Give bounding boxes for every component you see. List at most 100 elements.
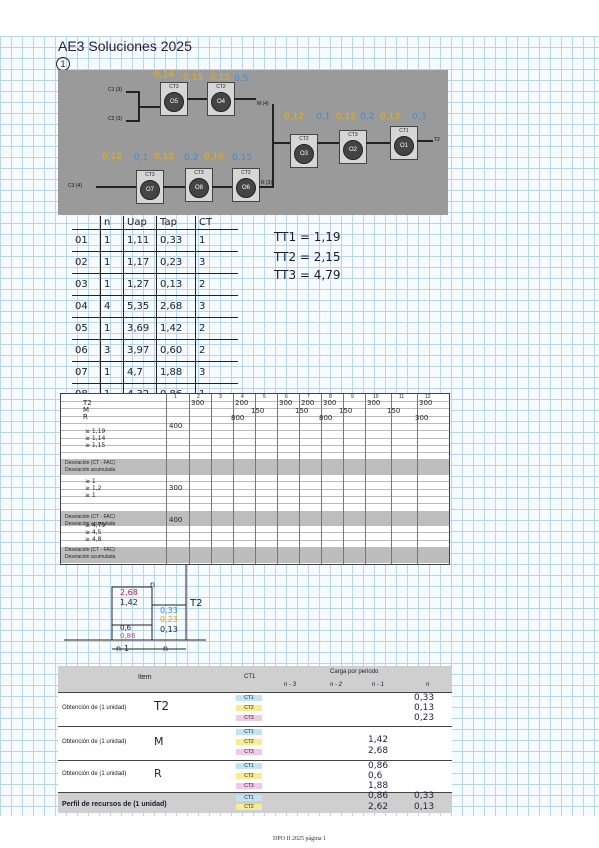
ct-annotation: ≥ 1,15 xyxy=(85,442,106,449)
ct-capacity: 400 xyxy=(169,422,183,430)
annot-low-2: 0,12 xyxy=(154,152,175,162)
annot-mid-3: 0,2 xyxy=(360,112,375,122)
period-header: 10 xyxy=(373,394,379,400)
sheet-col xyxy=(365,394,366,564)
annot-low-1: 0,1 xyxy=(134,153,149,163)
annot-mid-5: 0,3 xyxy=(412,112,427,122)
ct-header: CT1 xyxy=(244,674,256,680)
sheet-col xyxy=(166,394,167,564)
header-n: n xyxy=(100,216,124,230)
table-cell: 06 xyxy=(72,339,101,362)
period-n-3: n - 3 xyxy=(284,682,297,688)
page-footer: DPO II 2025 página 1 xyxy=(273,836,326,842)
annot-mid-2: 0,12 xyxy=(336,112,357,122)
table-cell: 4,7 xyxy=(123,361,157,384)
input-c3: C3 (4) xyxy=(68,183,82,189)
hw-mid: 150 xyxy=(295,407,309,415)
output-m: M (4) xyxy=(257,101,269,107)
header-uap: Uap xyxy=(123,216,157,230)
annot-mid-1: 0,1 xyxy=(316,112,331,122)
sheet-col xyxy=(391,394,392,564)
period-n: n xyxy=(426,682,430,688)
section-number: 1 xyxy=(56,57,70,71)
input-c1: C1 (3) xyxy=(108,87,122,93)
table-cell: 0,60 xyxy=(156,339,196,362)
table-header: Item CT1 Carga por periodo n - 3 n - 2 n… xyxy=(58,666,452,693)
row-perfil: Perfil de recursos de (1 unidad) CT1 CT2… xyxy=(58,791,452,813)
table-cell: 1 xyxy=(195,229,238,252)
hw-top: 300 xyxy=(419,399,433,407)
table-cell: 1 xyxy=(100,317,124,340)
table-cell: 1 xyxy=(100,229,124,252)
annot-mid-0: 0,12 xyxy=(284,112,305,122)
sketch-t2: T2 xyxy=(190,598,203,609)
deviation-label: Desviación (CT - FAC) xyxy=(65,547,115,553)
table-cell: 2,68 xyxy=(156,295,196,318)
sketch-0-6: 0,6 xyxy=(120,624,132,632)
hw-low: 800 xyxy=(231,414,245,422)
annot-top-1: 0,15 xyxy=(183,73,204,83)
annot-mid-4: 0,13 xyxy=(380,112,401,122)
table-cell: 07 xyxy=(72,361,101,384)
table-cell: 3 xyxy=(195,295,238,318)
annot-low-3: 0,2 xyxy=(184,153,199,163)
period-header: 9 xyxy=(351,394,354,400)
tt3-value: TT3 = 4,79 xyxy=(274,268,341,282)
sketch-0-13: 0,13 xyxy=(160,625,178,634)
ct-annotation: ≥ 4,79 xyxy=(85,522,106,529)
annot-low-5: 0,15 xyxy=(232,153,253,163)
item-name: T2 xyxy=(83,399,92,407)
ct-annotation: ≥ 4,5 xyxy=(85,529,102,536)
table-cell: 0,13 xyxy=(156,273,196,296)
table-cell: 01 xyxy=(72,229,101,252)
ct-annotation: ≥ 4,8 xyxy=(85,536,102,543)
table-cell: 02 xyxy=(72,251,101,274)
item-header: Item xyxy=(138,674,152,681)
output-t2: T2 xyxy=(434,137,440,143)
sheet-col xyxy=(417,394,418,564)
sheet-col xyxy=(189,394,190,564)
period-header: 6 xyxy=(285,394,288,400)
table-cell: 1 xyxy=(100,273,124,296)
ct-annotation: ≥ 1,19 xyxy=(85,428,106,435)
hw-top: 300 xyxy=(367,399,381,407)
ct-capacity: 400 xyxy=(169,516,183,524)
ct-annotation: ≥ 1 xyxy=(85,478,96,485)
table-cell: 2 xyxy=(195,339,238,362)
deviation-label: Desviación (CT - FAC) xyxy=(65,514,115,520)
sheet-col xyxy=(321,394,322,564)
hw-low: 300 xyxy=(415,414,429,422)
hw-top: 300 xyxy=(279,399,293,407)
sketch-0-23: 0,23 xyxy=(160,615,178,624)
sketch-n-top: n xyxy=(150,580,156,589)
load-profile-sketch xyxy=(64,565,206,650)
sheet-col xyxy=(277,394,278,564)
table-cell: 3 xyxy=(195,251,238,274)
table-cell: 1,42 xyxy=(156,317,196,340)
tt1-value: TT1 = 1,19 xyxy=(274,230,341,244)
period-header: 3 xyxy=(219,394,222,400)
annot-top-3: 0,5 xyxy=(234,74,249,84)
ct-annotation: ≥ 1 xyxy=(85,492,96,499)
row-t2: Obtención de (1 unidad) T2 CT1 CT2 CT3 0… xyxy=(58,692,452,727)
table-cell: 2 xyxy=(195,273,238,296)
hw-low: 800 xyxy=(319,414,333,422)
sketch-2-68: 2,68 xyxy=(120,588,138,597)
table-cell: 3,69 xyxy=(123,317,157,340)
sheet-col xyxy=(255,394,256,564)
table-cell: 03 xyxy=(72,273,101,296)
period-header: 5 xyxy=(263,394,266,400)
sketch-0-86: 0,86 xyxy=(120,632,136,640)
item-name: R xyxy=(83,413,88,421)
